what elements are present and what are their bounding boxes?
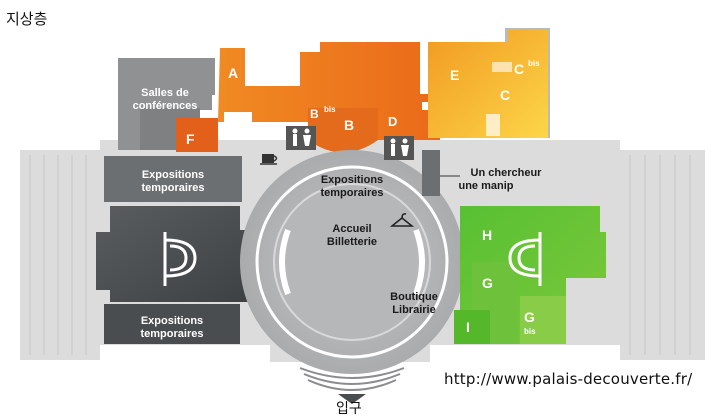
entrance-label: 입구 <box>336 401 362 417</box>
website-url[interactable]: http://www.palais-decouverte.fr/ <box>444 370 693 388</box>
floor-title: 지상층 <box>6 10 48 28</box>
coffee-icon <box>260 154 278 165</box>
yellow-section <box>428 30 548 138</box>
entrance-arrow <box>338 394 366 404</box>
zone-h-label: H <box>482 227 492 243</box>
zone-cbis-suffix: bis <box>528 59 540 68</box>
orange-corridor <box>218 42 440 140</box>
restroom-icon <box>286 126 316 150</box>
expo-bottom-left-block <box>104 304 240 344</box>
zone-b-bis-suffix: bis <box>324 105 336 114</box>
restroom-icon-2 <box>384 136 414 160</box>
zone-d-label: D <box>388 114 397 129</box>
zone-i-block <box>454 310 490 344</box>
right-spiral-ramp <box>508 232 542 286</box>
stairs-f <box>224 112 252 136</box>
left-spiral-ramp <box>163 232 197 286</box>
zone-f-label: F <box>186 131 195 147</box>
entrance-steps <box>299 367 405 391</box>
coat-hanger-icon <box>389 213 415 227</box>
zone-cbis-stairs <box>492 62 512 72</box>
zone-gbis-suffix: bis <box>524 327 536 336</box>
zone-f-block <box>176 118 218 152</box>
rotunda-ring <box>255 165 449 359</box>
zone-e-label: E <box>450 67 459 83</box>
chercheur-block <box>422 150 440 196</box>
rotunda-inner <box>273 183 431 341</box>
zone-gbis-letter: G <box>524 309 535 325</box>
zone-gbis-block <box>520 296 566 344</box>
zone-b-hall <box>308 108 378 153</box>
right-wing-texture <box>629 155 691 355</box>
zone-g-label: G <box>482 275 493 291</box>
zone-i-label: I <box>466 319 470 335</box>
zone-b-label: B <box>344 117 354 133</box>
zone-c-label: C <box>500 87 510 103</box>
rotunda-stairs-right <box>413 228 425 296</box>
zone-c-stairs <box>486 114 500 136</box>
zone-a-label: A <box>228 65 238 81</box>
expo-left-large-block <box>96 206 248 302</box>
rotunda-stairs-left <box>279 228 291 296</box>
zone-cbis-letter: C <box>514 61 524 77</box>
left-wing-texture <box>29 155 87 355</box>
expo-top-left-block <box>104 156 242 202</box>
zone-b-bis-letter: B <box>310 107 319 121</box>
